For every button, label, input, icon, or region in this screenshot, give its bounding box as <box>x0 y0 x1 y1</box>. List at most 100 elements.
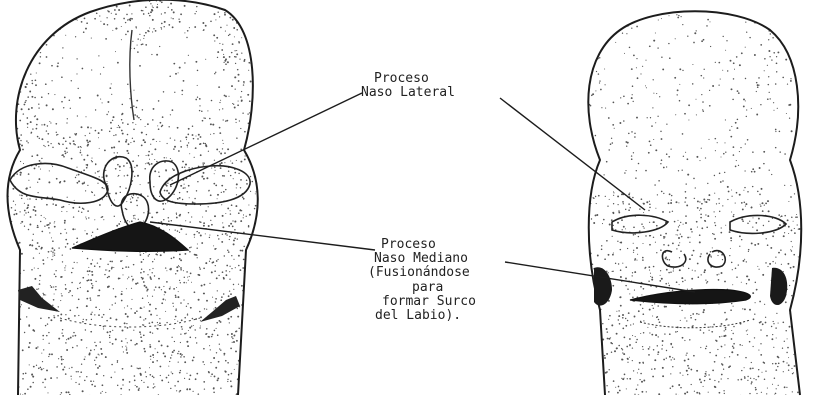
stipple-dot <box>47 141 49 143</box>
stipple-dot <box>1 177 2 178</box>
label-naso-lateral: Naso Lateral <box>361 86 455 100</box>
stipple-dot <box>179 21 181 23</box>
stipple-dot <box>260 7 261 8</box>
stipple-dot <box>226 234 227 235</box>
stipple-dot <box>704 69 705 70</box>
stipple-dot <box>22 42 24 44</box>
stipple-dot <box>778 27 780 29</box>
stipple-dot <box>221 241 223 243</box>
stipple-dot <box>783 371 784 372</box>
stipple-dot <box>706 282 707 283</box>
stipple-dot <box>751 108 752 109</box>
stipple-dot <box>180 269 182 271</box>
stipple-dot <box>222 108 223 109</box>
stipple-dot <box>772 384 773 385</box>
right-nasal-right <box>708 251 725 268</box>
stipple-dot <box>217 235 219 237</box>
stipple-dot <box>203 381 205 383</box>
stipple-dot <box>225 120 226 121</box>
stipple-dot <box>700 208 702 210</box>
stipple-dot <box>254 138 255 139</box>
stipple-dot <box>202 22 204 24</box>
stipple-dot <box>87 141 89 143</box>
stipple-dot <box>786 387 787 388</box>
stipple-dot <box>583 286 585 288</box>
stipple-dot <box>183 187 185 189</box>
stipple-dot <box>613 192 614 193</box>
stipple-dot <box>598 73 599 74</box>
stipple-dot <box>130 142 131 143</box>
stipple-dot <box>64 222 66 224</box>
stipple-dot <box>177 321 178 322</box>
stipple-dot <box>699 201 700 202</box>
stipple-dot <box>262 96 264 98</box>
stipple-dot <box>793 354 794 355</box>
stipple-dot <box>64 220 66 222</box>
stipple-dot <box>708 330 709 331</box>
stipple-dot <box>591 8 593 10</box>
stipple-dot <box>638 236 639 237</box>
stipple-dot <box>741 379 743 381</box>
stipple-dot <box>781 215 783 217</box>
stipple-dot <box>4 84 6 86</box>
stipple-dot <box>172 351 174 353</box>
stipple-dot <box>33 330 35 332</box>
left-embryo <box>0 0 266 397</box>
stipple-dot <box>741 239 742 240</box>
stipple-dot <box>239 58 240 59</box>
stipple-dot <box>235 267 236 268</box>
stipple-dot <box>43 294 45 296</box>
stipple-dot <box>217 11 218 12</box>
stipple-dot <box>239 8 241 10</box>
stipple-dot <box>40 18 41 19</box>
stipple-dot <box>658 336 659 337</box>
stipple-dot <box>230 175 231 176</box>
stipple-dot <box>632 85 634 87</box>
stipple-dot <box>39 253 40 254</box>
stipple-dot <box>13 90 14 91</box>
stipple-dot <box>16 288 18 290</box>
stipple-dot <box>115 303 116 304</box>
stipple-dot <box>802 100 803 101</box>
stipple-dot <box>203 178 205 180</box>
stipple-dot <box>23 163 24 164</box>
stipple-dot <box>589 155 591 157</box>
stipple-dot <box>770 247 772 249</box>
stipple-dot <box>706 375 707 376</box>
stipple-dot <box>215 367 217 369</box>
stipple-dot <box>107 277 108 278</box>
stipple-dot <box>685 197 687 199</box>
stipple-dot <box>212 297 213 298</box>
stipple-dot <box>724 312 726 314</box>
stipple-dot <box>805 226 807 228</box>
stipple-dot <box>68 292 69 293</box>
stipple-dot <box>263 145 265 147</box>
stipple-dot <box>100 392 101 393</box>
stipple-dot <box>701 148 702 149</box>
stipple-dot <box>152 361 154 363</box>
stipple-dot <box>229 322 230 323</box>
stipple-dot <box>86 3 87 4</box>
stipple-dot <box>246 313 248 315</box>
stipple-dot <box>34 278 36 280</box>
stipple-dot <box>807 395 809 397</box>
stipple-dot <box>679 284 680 285</box>
stipple-dot <box>686 353 687 354</box>
stipple-dot <box>655 208 656 209</box>
stipple-dot <box>612 254 614 256</box>
stipple-dot <box>801 277 802 278</box>
stipple-dot <box>187 303 188 304</box>
stipple-dot <box>1 80 3 82</box>
stipple-dot <box>263 214 264 215</box>
stipple-dot <box>775 256 776 257</box>
stipple-dot <box>605 196 606 197</box>
stipple-dot <box>35 79 37 81</box>
stipple-dot <box>260 309 261 310</box>
stipple-dot <box>89 133 90 134</box>
stipple-dot <box>136 165 138 167</box>
stipple-dot <box>126 150 128 152</box>
stipple-dot <box>217 377 219 379</box>
stipple-dot <box>242 196 244 198</box>
stipple-dot <box>85 28 87 30</box>
stipple-dot <box>200 325 201 326</box>
